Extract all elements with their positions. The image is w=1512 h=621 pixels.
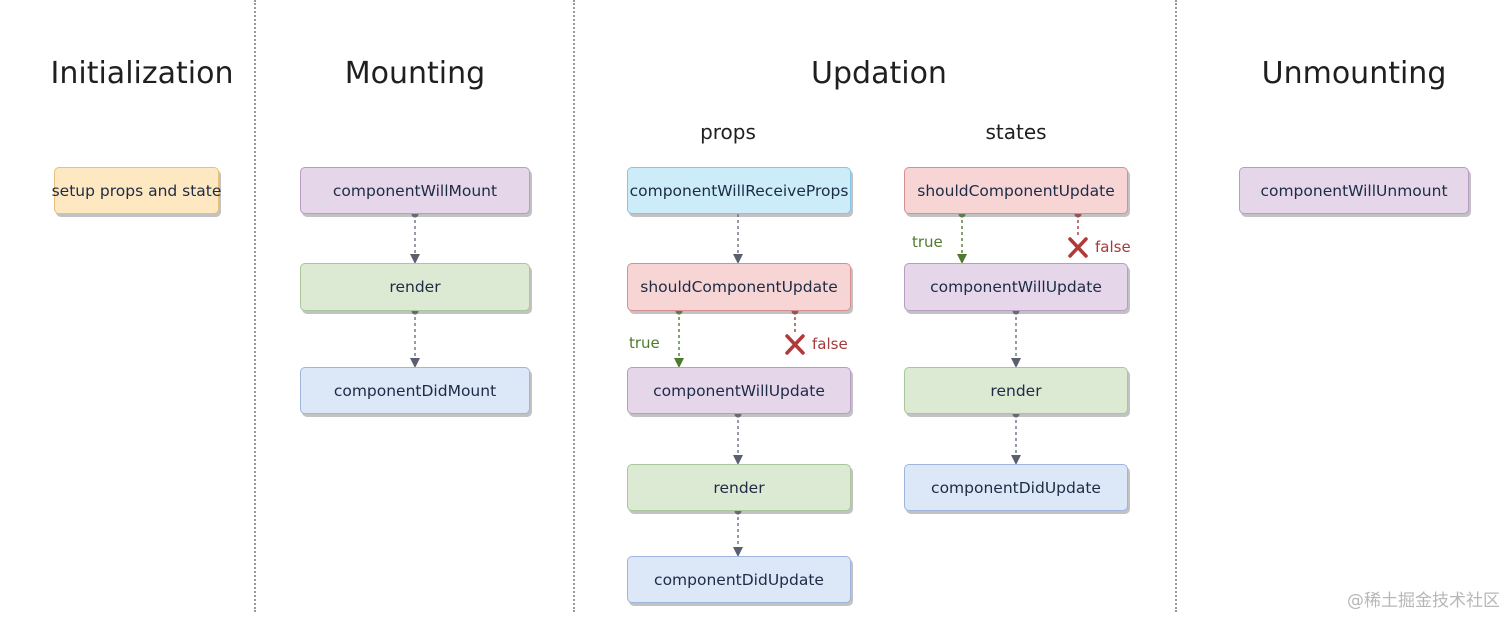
label-props-true: true: [629, 334, 660, 352]
title-unmounting: Unmounting: [1261, 56, 1447, 91]
box-setup-props-and-state: setup props and state: [52, 167, 221, 214]
box-props-component-did-update: componentDidUpdate: [627, 556, 851, 603]
box-states-component-did-update: componentDidUpdate: [904, 464, 1128, 511]
box-component-will-mount: componentWillMount: [300, 167, 530, 214]
box-props-render: render: [627, 464, 851, 511]
label-states-false: false: [1095, 238, 1131, 256]
divider-3: [1175, 0, 1177, 612]
box-states-should-component-update: shouldComponentUpdate: [904, 167, 1128, 214]
title-mounting: Mounting: [344, 56, 486, 91]
box-mount-render: render: [300, 263, 530, 311]
box-states-render: render: [904, 367, 1128, 414]
x-mark-icon: [1068, 237, 1088, 258]
subtitle-props: props: [700, 120, 756, 144]
box-props-should-component-update: shouldComponentUpdate: [627, 263, 851, 311]
box-component-will-unmount: componentWillUnmount: [1239, 167, 1469, 214]
title-initialization: Initialization: [50, 56, 234, 91]
box-states-component-will-update: componentWillUpdate: [904, 263, 1128, 311]
subtitle-states: states: [985, 120, 1047, 144]
box-component-will-receive-props: componentWillReceiveProps: [627, 167, 851, 214]
label-props-false: false: [812, 335, 848, 353]
box-component-did-mount: componentDidMount: [300, 367, 530, 414]
watermark: @稀土掘金技术社区: [1347, 591, 1500, 611]
divider-2: [573, 0, 575, 612]
title-updation: Updation: [811, 56, 947, 91]
x-mark-icon: [785, 334, 805, 355]
divider-1: [254, 0, 256, 612]
box-props-component-will-update: componentWillUpdate: [627, 367, 851, 414]
label-states-true: true: [912, 233, 943, 251]
